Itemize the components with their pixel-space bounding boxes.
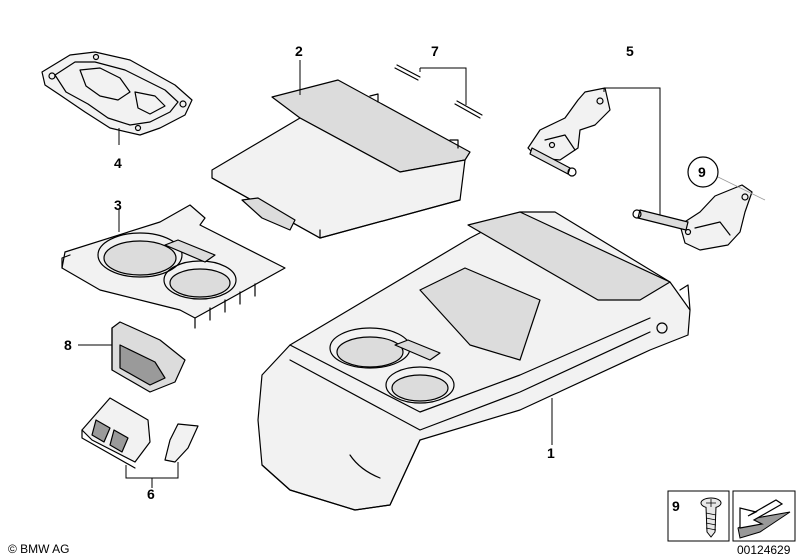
copyright-text: © BMW AG xyxy=(8,542,70,556)
callout-8: 8 xyxy=(64,337,72,353)
callout-labels: 2 7 5 4 3 8 6 1 9 xyxy=(64,43,719,502)
part-4-gasket-plate xyxy=(41,51,193,136)
callout-3: 3 xyxy=(114,197,122,213)
legend-arrow-box xyxy=(732,490,796,542)
part-8-insert xyxy=(111,321,186,393)
callout-6: 6 xyxy=(147,486,155,502)
part-5-hinge-bracket-right xyxy=(632,184,753,251)
legend-screw-box: 9 xyxy=(667,490,730,542)
part-7-pins xyxy=(394,64,483,119)
callout-9: 9 xyxy=(698,164,706,180)
screw-icon xyxy=(700,497,722,538)
part-1-console-body xyxy=(257,211,691,511)
callout-7: 7 xyxy=(431,43,439,59)
leader-lines xyxy=(78,60,766,488)
direction-arrow-icon xyxy=(737,499,791,539)
diagram-number: 00124629 xyxy=(737,543,791,557)
part-6-small-parts xyxy=(81,397,199,469)
part-2-lid-cover xyxy=(211,79,471,239)
callout-2: 2 xyxy=(295,43,303,59)
part-3-cupholder-frame xyxy=(61,204,286,329)
callout-4: 4 xyxy=(114,155,122,171)
callout-9-circle xyxy=(687,156,719,188)
callout-5: 5 xyxy=(626,43,634,59)
part-5-hinge-bracket-left xyxy=(527,87,611,177)
callout-1: 1 xyxy=(547,445,555,461)
legend-callout-9: 9 xyxy=(672,498,680,514)
